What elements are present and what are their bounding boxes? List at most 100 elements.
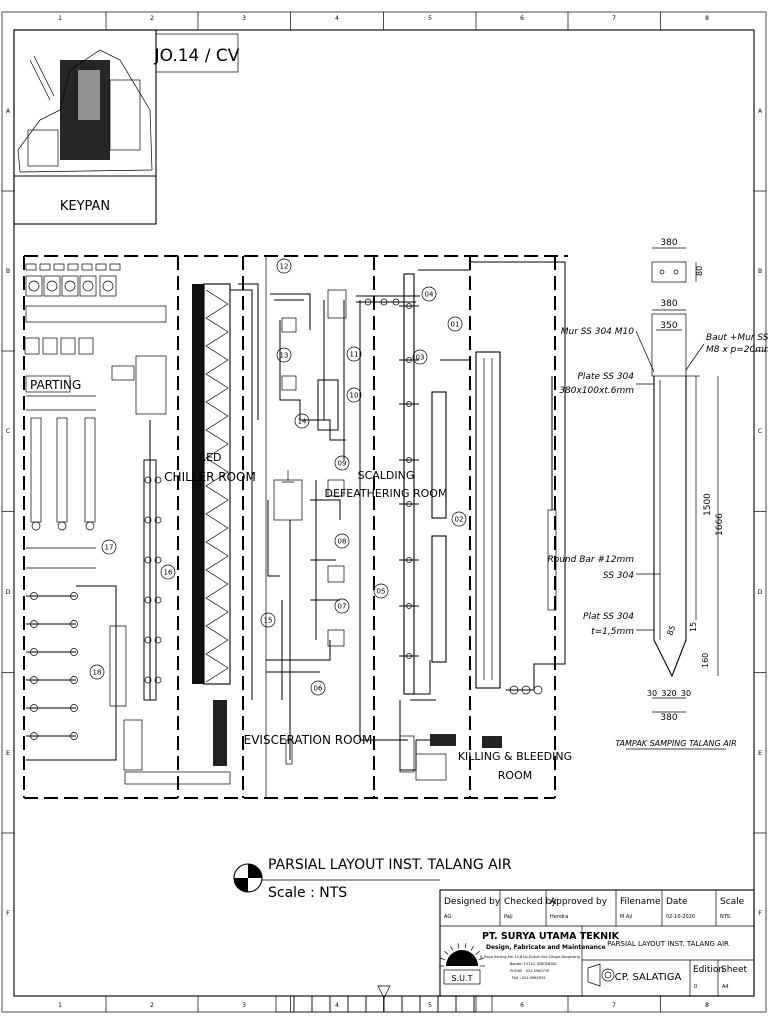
callout-12 [276, 258, 292, 274]
drain-fingers [26, 417, 127, 761]
dim-15: 15 [689, 622, 698, 632]
detail-bolt-hole-1 [659, 269, 665, 275]
callout-01 [447, 316, 463, 332]
evis-unit-1 [273, 479, 303, 521]
tb-designed-value: AG [444, 914, 451, 920]
dim-380-top: 380 [660, 238, 677, 248]
title-block-frame [439, 889, 755, 997]
scale-cell [455, 995, 475, 1013]
scalding-equipment: SCALDING DEFEATHERING ROOM [325, 269, 470, 781]
dim-350: 350 [660, 321, 677, 331]
keyplan-annex-2 [27, 129, 59, 167]
dim-1666: 1666 [715, 513, 725, 536]
parting-tank [123, 719, 143, 771]
grid-col-label: 3 [242, 1002, 246, 1009]
dim-160: 160 [701, 653, 710, 668]
grid-row-label: D [758, 589, 763, 596]
scalding-bracket-bolt [406, 603, 412, 609]
chiller-pump [213, 700, 227, 766]
parting-machine [99, 275, 117, 297]
parting-drain-outlet [85, 521, 95, 531]
parting-pipe [143, 420, 157, 701]
evis-machine-13a [281, 317, 297, 333]
callout-04 [421, 286, 437, 302]
parting-line-valve [30, 648, 38, 656]
tb-approved-value: Hendra [550, 914, 568, 920]
parting-drain-outlet [31, 521, 41, 531]
killing-valve [533, 685, 543, 695]
scale-cell [329, 995, 349, 1013]
room-label-killing-1: KILLING & BLEEDING [458, 750, 572, 763]
scale-cell [365, 995, 385, 1013]
detail-gutter-body [653, 376, 687, 678]
evis-machine-13b [281, 375, 297, 391]
parting-area: PARTING [24, 263, 231, 785]
callout-12-label: 12 [280, 263, 289, 271]
parting-machine-wheel [82, 280, 94, 292]
parting-line-valve [70, 620, 78, 628]
chiller-screw-body [203, 283, 231, 685]
company-logo: S.U.T [439, 943, 485, 985]
dim-30a: 30 [647, 689, 657, 698]
room-label-scalding-1: SCALDING [358, 469, 415, 482]
bleeding-trough [475, 351, 501, 689]
parting-valve [154, 636, 162, 644]
tb-approved-label: Approved by [550, 897, 608, 907]
parting-valve [144, 476, 152, 484]
callout-14 [294, 413, 310, 429]
killing-pipe-loop [470, 261, 566, 691]
chiller-equipment: RED CHILLER ROOM [164, 283, 259, 766]
grid-col-label: 4 [335, 1002, 339, 1009]
frame-grid-ticks [2, 12, 766, 1012]
parting-valve [154, 556, 162, 564]
grid-row-label: B [758, 268, 762, 275]
parting-header [81, 263, 93, 271]
logo-sun [446, 950, 478, 966]
talang-air-detail: 380 80 380 350 Mur SS 304 M10 Baut +Mur … [547, 238, 768, 750]
detail-caption: TAMPAK SAMPING TALANG AIR [615, 739, 736, 748]
evis-machine-09 [327, 479, 345, 497]
parting-drain-tube [84, 417, 96, 523]
drawing-title-block: PARSIAL LAYOUT INST. TALANG AIR Scale : … [233, 857, 512, 901]
parting-header [109, 263, 121, 271]
callout-11-label: 11 [350, 351, 359, 359]
tb-date-label: Date [666, 897, 688, 907]
parting-line-valve [70, 676, 78, 684]
callout-08-label: 08 [338, 538, 347, 546]
scalding-valve [364, 298, 372, 306]
scale-cell [311, 995, 331, 1013]
scalding-bracket-bolt [406, 401, 412, 407]
job-number: JO.14 / CV [154, 46, 240, 66]
callout-03-label: 03 [416, 354, 425, 362]
parting-valve [154, 596, 162, 604]
parting-header [39, 263, 51, 271]
parting-line-valve [70, 704, 78, 712]
dim-30b: 30 [681, 689, 691, 698]
projection-cone [587, 963, 601, 987]
grid-row-label: F [758, 910, 762, 917]
callout-16 [160, 564, 176, 580]
label-mur: Mur SS 304 M10 [561, 327, 635, 337]
parting-machine [61, 275, 79, 297]
evis-machine-08 [327, 565, 345, 583]
logo-ray [470, 945, 474, 951]
projection-symbol [587, 963, 615, 987]
tb-scale-label: Scale [720, 897, 745, 907]
parting-header [95, 263, 107, 271]
keyplan-frame [13, 29, 157, 225]
scalding-tank-2 [431, 535, 447, 663]
callout-07-label: 07 [338, 603, 347, 611]
tb-tagline: Design, Fabricate and Maintenance [486, 944, 606, 951]
tb-company: PT. SURYA UTAMA TEKNIK [482, 931, 620, 942]
tb-date-value: 02-10-2020 [666, 914, 695, 920]
grid-col-label: 2 [150, 15, 154, 22]
parting-station [24, 337, 40, 355]
north-symbol-q1 [248, 864, 262, 878]
callout-13-label: 13 [280, 352, 289, 360]
keyplan-site-outline [17, 49, 153, 173]
tb-project: CP. SALATIGA [615, 972, 682, 983]
callout-04-label: 04 [425, 291, 434, 299]
parting-valve [144, 636, 152, 644]
parting-header [53, 263, 65, 271]
grid-col-label: 7 [612, 15, 616, 22]
